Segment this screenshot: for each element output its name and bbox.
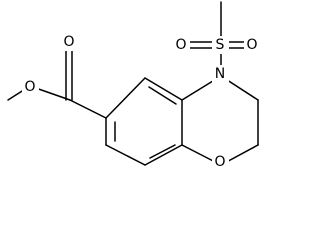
atom-layer: O O O O S N O xyxy=(22,33,260,171)
atom-label-sulfur: S xyxy=(216,37,225,53)
atom-sulfonyl-o-right: O xyxy=(244,36,260,54)
atom-ring-o: O xyxy=(212,153,229,171)
structure-diagram: O O O O S N O xyxy=(7,1,260,171)
atom-ester-o: O xyxy=(22,78,39,96)
atom-nitrogen: N xyxy=(212,65,229,83)
atom-label-sulfonyl-o-right: O xyxy=(246,37,257,53)
atom-sulfonyl-o-left: O xyxy=(173,36,190,54)
atom-label-carbonyl-o: O xyxy=(63,34,74,50)
bond-layer xyxy=(7,1,259,166)
bond-ring-3 xyxy=(144,144,183,166)
atom-label-nitrogen: N xyxy=(215,66,225,82)
atom-carbonyl-o: O xyxy=(61,33,78,51)
atom-label-ring-o: O xyxy=(214,154,225,170)
bond-ring-inner-2 xyxy=(149,144,176,159)
atom-label-sulfonyl-o-left: O xyxy=(175,37,186,53)
atom-sulfur: S xyxy=(212,36,229,54)
bond-ring-6 xyxy=(105,77,146,119)
bond-ring-inner-3 xyxy=(148,86,177,105)
bond-carbonyl-ring xyxy=(69,99,107,119)
bond-ring-5 xyxy=(144,77,183,101)
atom-label-ester-o: O xyxy=(24,79,35,95)
bond-ring-2 xyxy=(105,144,146,166)
